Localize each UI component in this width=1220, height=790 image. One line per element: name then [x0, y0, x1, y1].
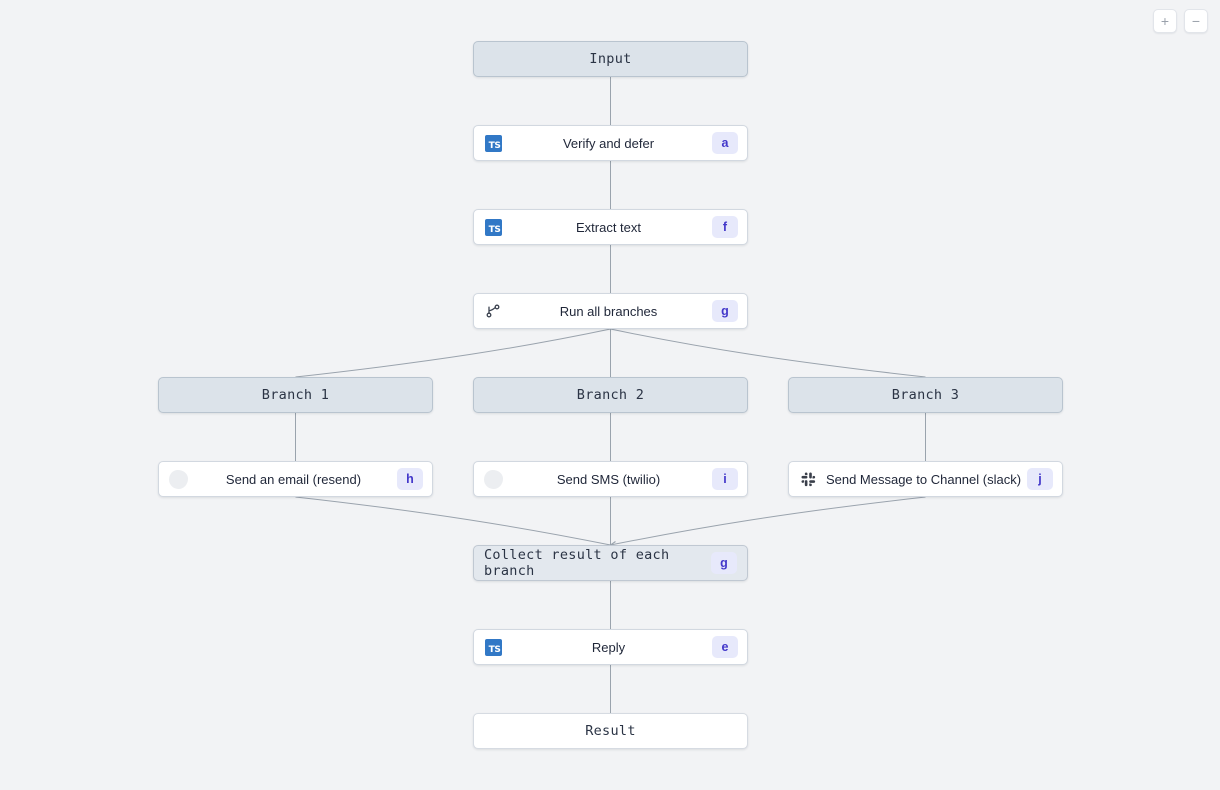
node-title: Extract text [575, 219, 642, 235]
node-branch-3[interactable]: Branch 3 [788, 377, 1063, 413]
node-title: Run all branches [559, 303, 658, 319]
node-title: Send SMS (twilio) [556, 471, 661, 487]
step-badge[interactable]: j [1027, 468, 1053, 490]
node-title: Verify and defer [562, 135, 655, 151]
edge-runall-to-branch3 [610, 328, 926, 378]
typescript-icon: TS [483, 217, 503, 237]
step-badge[interactable]: i [712, 468, 738, 490]
edge-slack-to-collect [610, 496, 926, 546]
node-reply[interactable]: TS Reply e [473, 629, 748, 665]
node-title: Input [589, 51, 632, 67]
zoom-controls: + − [1153, 9, 1208, 33]
node-title: Send an email (resend) [225, 471, 362, 487]
node-title: Branch 2 [576, 387, 645, 403]
node-title: Branch 3 [891, 387, 960, 403]
node-title: Collect result of each branch [484, 547, 670, 579]
node-result[interactable]: Result [473, 713, 748, 749]
step-badge[interactable]: f [712, 216, 738, 238]
node-run-all-branches[interactable]: Run all branches g [473, 293, 748, 329]
step-badge[interactable]: g [711, 552, 737, 574]
zoom-out-button[interactable]: − [1184, 9, 1208, 33]
typescript-icon: TS [483, 637, 503, 657]
node-title: Result [585, 723, 636, 739]
node-title: Reply [591, 639, 626, 655]
node-title: Send Message to Channel (slack) [825, 471, 1022, 487]
node-branch-2[interactable]: Branch 2 [473, 377, 748, 413]
step-badge[interactable]: g [712, 300, 738, 322]
node-branch-1[interactable]: Branch 1 [158, 377, 433, 413]
node-verify-and-defer[interactable]: TS Verify and defer a [473, 125, 748, 161]
slack-icon [798, 469, 818, 489]
plus-icon: + [1160, 13, 1170, 29]
step-badge[interactable]: e [712, 636, 738, 658]
zoom-in-button[interactable]: + [1153, 9, 1177, 33]
node-extract-text[interactable]: TS Extract text f [473, 209, 748, 245]
node-collect-result-of-each-branch[interactable]: Collect result of each branch g [473, 545, 748, 581]
placeholder-blob-icon [483, 469, 503, 489]
node-send-message-to-channel-slack[interactable]: Send Message to Channel (slack) j [788, 461, 1063, 497]
minus-icon: − [1191, 13, 1201, 29]
node-title: Branch 1 [261, 387, 330, 403]
typescript-icon: TS [483, 133, 503, 153]
edge-email-to-collect [295, 496, 611, 546]
placeholder-blob-icon [168, 469, 188, 489]
node-send-sms-twilio[interactable]: Send SMS (twilio) i [473, 461, 748, 497]
step-badge[interactable]: h [397, 468, 423, 490]
edge-runall-to-branch1 [295, 328, 611, 378]
node-send-an-email-resend[interactable]: Send an email (resend) h [158, 461, 433, 497]
step-badge[interactable]: a [712, 132, 738, 154]
node-input[interactable]: Input [473, 41, 748, 77]
git-branch-icon [483, 301, 503, 321]
